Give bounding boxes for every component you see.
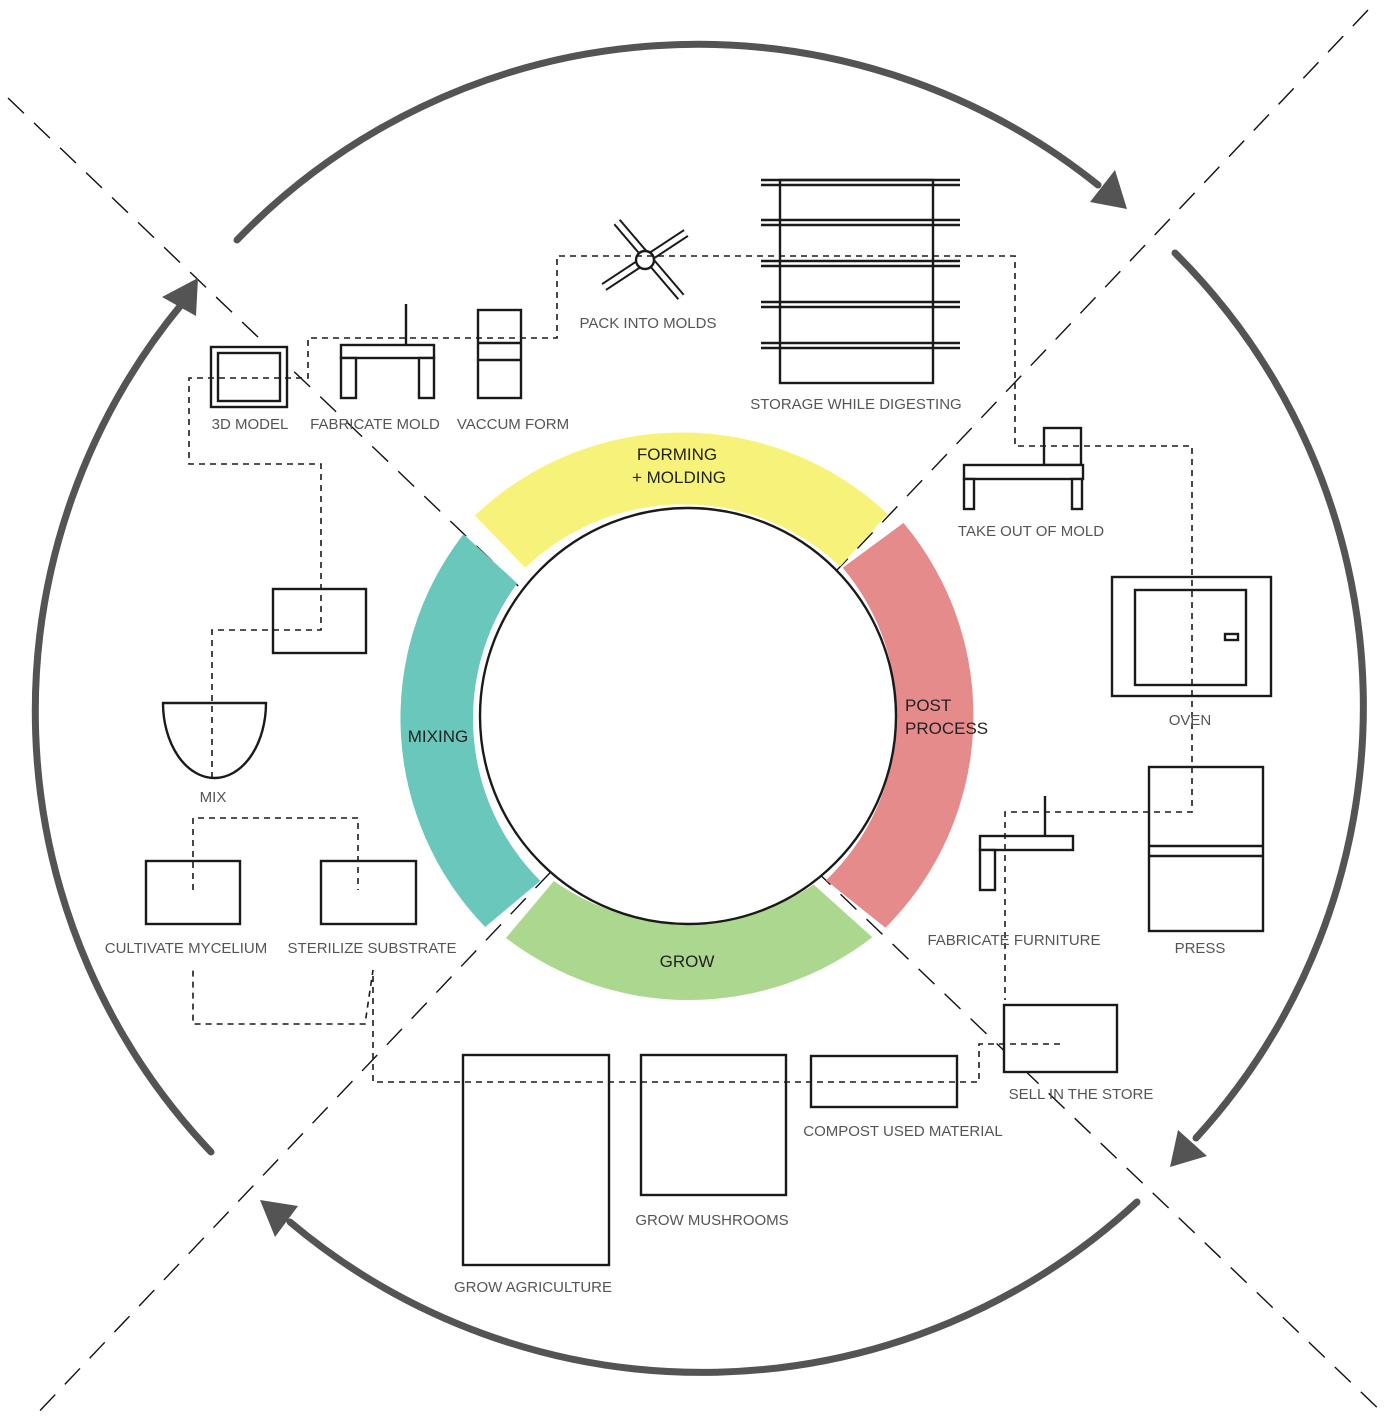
step-label-3d-model: 3D MODEL [212, 416, 289, 433]
take-out-of-mold-icon [962, 426, 1085, 511]
sell-in-store-icon [1002, 1003, 1119, 1074]
3d-model-icon [209, 345, 289, 409]
forming-label-line2: + MOLDING [632, 468, 726, 487]
cycle-arrowhead-bottom [260, 1200, 298, 1237]
press-icon [1147, 765, 1265, 933]
pack-into-molds-icon [601, 219, 689, 300]
step-label-pack-into-molds: PACK INTO MOLDS [580, 315, 717, 332]
vaccum-form-icon [476, 308, 523, 400]
step-label-cultivate-mycelium: CULTIVATE MYCELIUM [105, 940, 268, 957]
process-flow-mix-up [188, 255, 1193, 1000]
cycle-arrow-right [1171, 249, 1367, 1142]
forming-label-line1: FORMING [637, 445, 717, 464]
cycle-arrowhead-top [1090, 170, 1127, 209]
step-label-storage: STORAGE WHILE DIGESTING [750, 396, 961, 413]
grow-mushrooms-icon [639, 1053, 788, 1197]
step-label-grow-agriculture: GROW AGRICULTURE [454, 1279, 612, 1296]
mixing-label: MIXING [408, 727, 468, 746]
cycle-arrowhead-left [162, 278, 198, 316]
grow-label: GROW [660, 952, 715, 971]
process-flow-to-mix [192, 817, 359, 890]
post-process-label-line1: POST [905, 696, 951, 715]
step-label-oven: OVEN [1169, 712, 1212, 729]
storage-shelving-icon [761, 178, 960, 385]
cycle-arrow-bottom [286, 1198, 1141, 1376]
step-label-fabricate-furniture: FABRICATE FURNITURE [927, 932, 1100, 949]
fabricate-furniture-icon [978, 796, 1075, 892]
sterilize-substrate-icon [319, 859, 418, 926]
cycle-arrow-left [31, 301, 215, 1156]
step-label-vaccum-form: VACCUM FORM [457, 416, 569, 433]
step-label-take-out-of-mold: TAKE OUT OF MOLD [958, 523, 1104, 540]
step-label-compost: COMPOST USED MATERIAL [803, 1123, 1002, 1140]
cultivate-mycelium-icon [144, 859, 242, 926]
ring-segment-mixing [400, 534, 541, 927]
cycle-arrowhead-right [1170, 1130, 1207, 1167]
post-process-label-line2: PROCESS [905, 719, 988, 738]
mix-bowl-icon [161, 701, 268, 780]
step-label-grow-mushrooms: GROW MUSHROOMS [635, 1212, 788, 1229]
step-label-press: PRESS [1175, 940, 1226, 957]
cycle-arrow-top [233, 40, 1102, 244]
step-label-sterilize-substrate: STERILIZE SUBSTRATE [288, 940, 457, 957]
step-label-fabricate-mold: FABRICATE MOLD [310, 416, 440, 433]
mix-container-icon [271, 587, 368, 655]
grow-agriculture-icon [461, 1053, 611, 1267]
process-flow-path [192, 969, 1060, 1083]
step-label-mix: MIX [200, 789, 227, 806]
ring-segment-forming [474, 432, 888, 568]
ring-segment-post-process [826, 522, 974, 928]
step-label-sell-in-store: SELL IN THE STORE [1009, 1086, 1154, 1103]
fabricate-mold-icon [339, 304, 436, 400]
inner-ring-circle [478, 506, 898, 926]
ring-segment-grow [506, 881, 873, 1001]
